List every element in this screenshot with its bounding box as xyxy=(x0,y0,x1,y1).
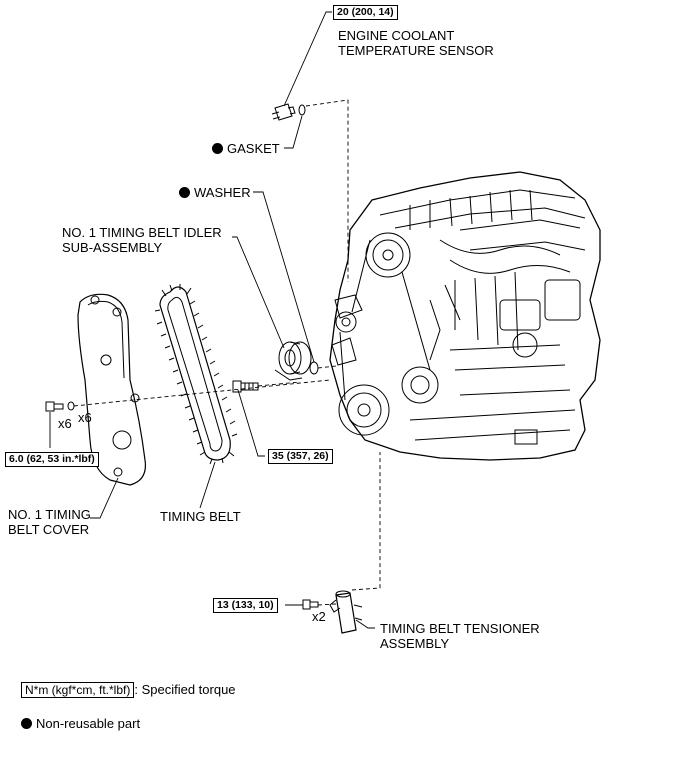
cover-bolt-part xyxy=(45,401,64,412)
timing-belt-cover-part xyxy=(77,293,147,486)
legend-nonreusable-text: Non-reusable part xyxy=(36,716,141,731)
label-coolant-sensor-2: TEMPERATURE SENSOR xyxy=(338,43,494,58)
tensioner-bolt-part xyxy=(302,599,319,610)
idler-pulley-part xyxy=(274,341,312,381)
label-gasket: GASKET xyxy=(212,141,280,156)
legend-torque-desc: : Specified torque xyxy=(134,682,236,697)
legend-nonreusable: Non-reusable part xyxy=(21,716,140,731)
label-idler-2: SUB-ASSEMBLY xyxy=(62,240,163,255)
torque-coolant-sensor: 20 (200, 14) xyxy=(333,5,398,20)
idler-bolt-part xyxy=(232,380,259,393)
torque-idler-bolt: 35 (357, 26) xyxy=(268,449,333,464)
label-coolant-sensor-1: ENGINE COOLANT xyxy=(338,28,455,43)
qty-cover-washer: x6 xyxy=(78,410,92,425)
qty-cover-bolt: x6 xyxy=(58,416,72,431)
tensioner-part xyxy=(329,590,363,634)
gasket-part xyxy=(298,104,306,116)
nonreusable-dot-icon xyxy=(179,187,190,198)
engine-assembly xyxy=(329,171,601,461)
label-cover-1: NO. 1 TIMING xyxy=(8,507,91,522)
timing-belt-part xyxy=(154,284,238,465)
nonreusable-dot-icon xyxy=(21,718,32,729)
torque-tensioner-bolt: 13 (133, 10) xyxy=(213,598,278,613)
washer-text: WASHER xyxy=(194,185,251,200)
legend-torque: N*m (kgf*cm, ft.*lbf): Specified torque xyxy=(21,682,236,698)
cover-washer-part xyxy=(67,401,75,411)
label-idler-1: NO. 1 TIMING BELT IDLER xyxy=(62,225,222,240)
legend-torque-unit: N*m (kgf*cm, ft.*lbf) xyxy=(21,682,135,698)
nonreusable-dot-icon xyxy=(212,143,223,154)
torque-cover-bolt: 6.0 (62, 53 in.*lbf) xyxy=(5,452,99,467)
label-tensioner-2: ASSEMBLY xyxy=(380,636,450,651)
coolant-sensor-part xyxy=(271,103,296,121)
label-washer: WASHER xyxy=(179,185,251,200)
label-timing-belt: TIMING BELT xyxy=(160,509,241,524)
label-cover-2: BELT COVER xyxy=(8,522,90,537)
washer-part xyxy=(309,361,319,375)
qty-tensioner-bolt: x2 xyxy=(312,609,326,624)
gasket-text: GASKET xyxy=(227,141,280,156)
label-tensioner-1: TIMING BELT TENSIONER xyxy=(380,621,540,636)
